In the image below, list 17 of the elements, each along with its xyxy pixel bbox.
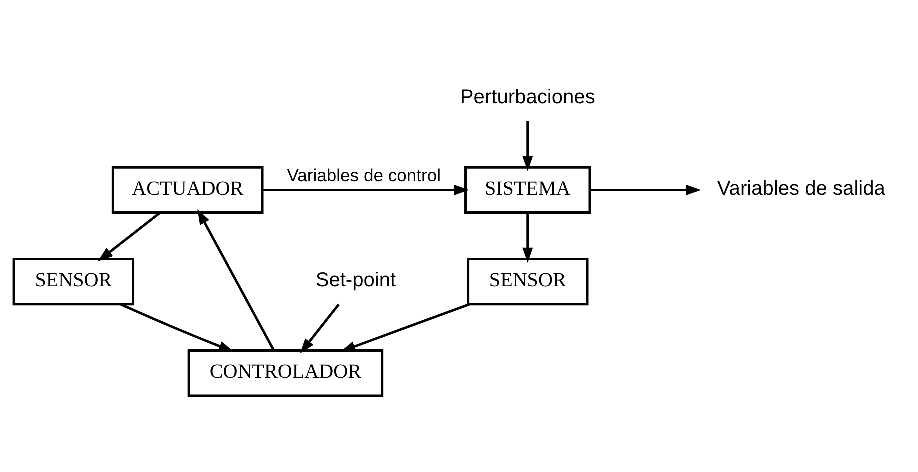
node-box: SENSOR xyxy=(12,258,134,306)
node-box: SISTEMA xyxy=(464,166,591,214)
arrow xyxy=(590,184,701,196)
node-box: SENSOR xyxy=(466,258,588,306)
node-text: Perturbaciones xyxy=(460,86,595,108)
node-text: Variables de salida xyxy=(716,178,885,200)
node-box: CONTROLADOR xyxy=(187,350,384,398)
arrow xyxy=(262,184,469,196)
edge-label: Variables de control xyxy=(286,166,441,186)
node-box: ACTUADOR xyxy=(111,166,264,214)
arrow xyxy=(197,210,275,352)
arrow xyxy=(300,304,340,354)
arrow xyxy=(120,303,234,352)
node-text: Set-point xyxy=(315,270,396,292)
arrow xyxy=(522,213,533,263)
arrow xyxy=(522,121,533,172)
arrow xyxy=(98,212,160,262)
